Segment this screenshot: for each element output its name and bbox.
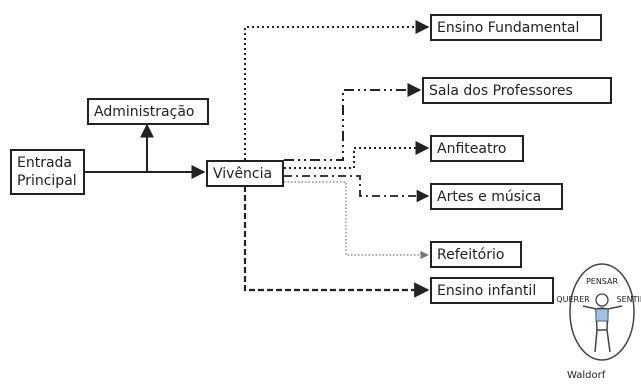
logo-text-top: PENSAR <box>586 277 619 286</box>
logo-figure-body <box>582 305 623 353</box>
connector-to-ensino-fundamental <box>244 20 430 160</box>
node-entrada-line-2: Principal <box>17 173 77 189</box>
node-anfiteatro: Anfiteatro <box>430 135 524 162</box>
node-entrada-principal: Entrada Principal <box>10 149 85 195</box>
logo-text-left: QUERER <box>556 295 590 304</box>
logo-figure-shirt <box>595 308 609 322</box>
node-entrada-line-1: Entrada <box>17 155 73 171</box>
node-artes-musica-label: Artes e música <box>437 188 542 205</box>
connector-to-artes-musica <box>284 175 430 203</box>
logo-oval <box>569 263 635 361</box>
node-sala-professores: Sala dos Professores <box>422 77 612 104</box>
node-anfiteatro-label: Anfiteatro <box>437 140 507 157</box>
node-refeitorio-label: Refeitório <box>437 246 505 263</box>
node-artes-musica: Artes e música <box>430 183 563 210</box>
node-refeitorio: Refeitório <box>430 241 522 268</box>
logo-figure-head <box>595 293 609 307</box>
node-vivencia-label: Vivência <box>213 165 273 182</box>
node-ensino-fundamental-label: Ensino Fundamental <box>437 19 580 36</box>
node-administracao-label: Administração <box>94 103 195 120</box>
waldorf-logo: PENSAR QUERER SENTIR <box>556 263 641 361</box>
node-ensino-fundamental: Ensino Fundamental <box>430 14 602 41</box>
node-ensino-infantil: Ensino infantil <box>430 277 554 304</box>
connector-to-ensino-infantil <box>243 186 430 298</box>
node-vivencia: Vivência <box>206 160 284 187</box>
logo-text-right: SENTIR <box>617 295 641 304</box>
node-administracao: Administração <box>87 98 209 125</box>
connector-to-sala-professores <box>284 83 422 161</box>
connector-to-refeitorio <box>284 181 429 260</box>
node-ensino-infantil-label: Ensino infantil <box>437 282 537 299</box>
logo-caption: Waldorf <box>567 370 606 381</box>
node-sala-professores-label: Sala dos Professores <box>429 82 573 99</box>
connector-to-anfiteatro <box>284 141 430 169</box>
